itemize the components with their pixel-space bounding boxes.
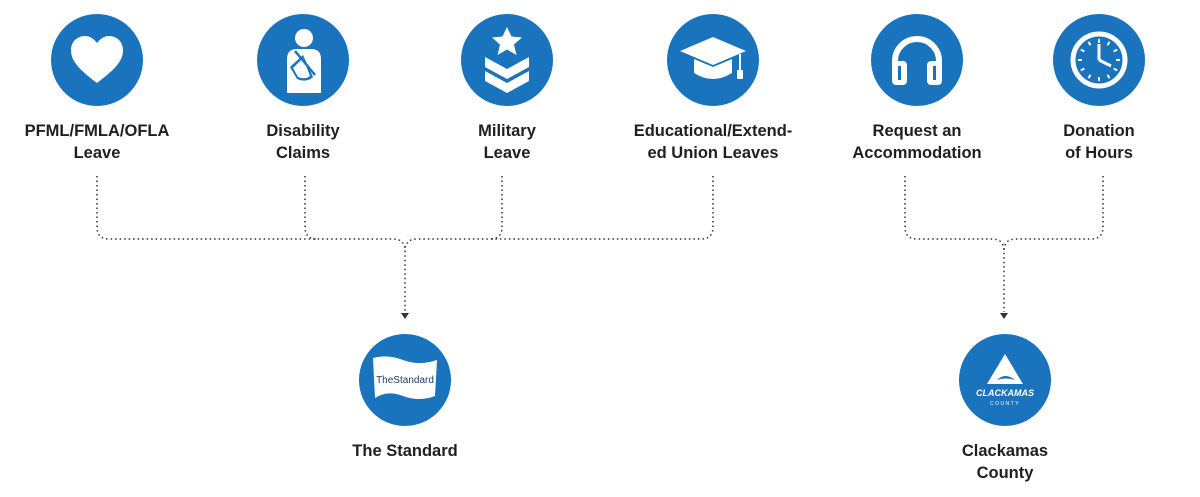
connector-disability bbox=[304, 176, 318, 240]
injured-person-icon bbox=[257, 14, 349, 106]
headphones-icon bbox=[871, 14, 963, 106]
category-label: Disability Claims bbox=[266, 122, 340, 162]
category-accommodation[interactable]: Request an Accommodation bbox=[817, 14, 1017, 164]
provider-clackamas-county[interactable]: CLACKAMAS COUNTY Clackamas County bbox=[905, 334, 1105, 484]
category-military[interactable]: Military Leave bbox=[407, 14, 607, 164]
category-educational[interactable]: Educational/Extend- ed Union Leaves bbox=[613, 14, 813, 164]
provider-label: Clackamas County bbox=[961, 442, 1049, 482]
the-standard-logo: TheStandard bbox=[359, 334, 451, 426]
graduation-cap-icon bbox=[667, 14, 759, 106]
category-disability[interactable]: Disability Claims bbox=[203, 14, 403, 164]
military-rank-icon bbox=[461, 14, 553, 106]
svg-text:COUNTY: COUNTY bbox=[990, 401, 1020, 407]
svg-text:TheStandard: TheStandard bbox=[376, 375, 434, 386]
provider-label: The Standard bbox=[352, 442, 458, 460]
clackamas-county-logo: CLACKAMAS COUNTY bbox=[959, 334, 1051, 426]
category-label: PFML/FMLA/OFLA Leave bbox=[24, 122, 170, 162]
connector-accommodation bbox=[904, 176, 1005, 252]
category-label: Request an Accommodation bbox=[852, 122, 982, 162]
category-label: Educational/Extend- ed Union Leaves bbox=[633, 122, 793, 162]
svg-text:CLACKAMAS: CLACKAMAS bbox=[976, 388, 1034, 398]
arrowhead-clackamas bbox=[1000, 313, 1008, 319]
category-donation[interactable]: Donation of Hours bbox=[999, 14, 1199, 164]
connector-donation bbox=[1003, 176, 1104, 312]
connector-educational bbox=[404, 176, 714, 312]
connector-pfml bbox=[96, 176, 406, 252]
provider-the-standard[interactable]: TheStandard The Standard bbox=[305, 334, 505, 462]
connector-military bbox=[489, 176, 503, 240]
heart-icon bbox=[51, 14, 143, 106]
category-label: Donation of Hours bbox=[1063, 122, 1135, 162]
arrowhead-standard bbox=[401, 313, 409, 319]
category-label: Military Leave bbox=[478, 122, 536, 162]
category-pfml[interactable]: PFML/FMLA/OFLA Leave bbox=[0, 14, 197, 164]
clock-icon bbox=[1053, 14, 1145, 106]
